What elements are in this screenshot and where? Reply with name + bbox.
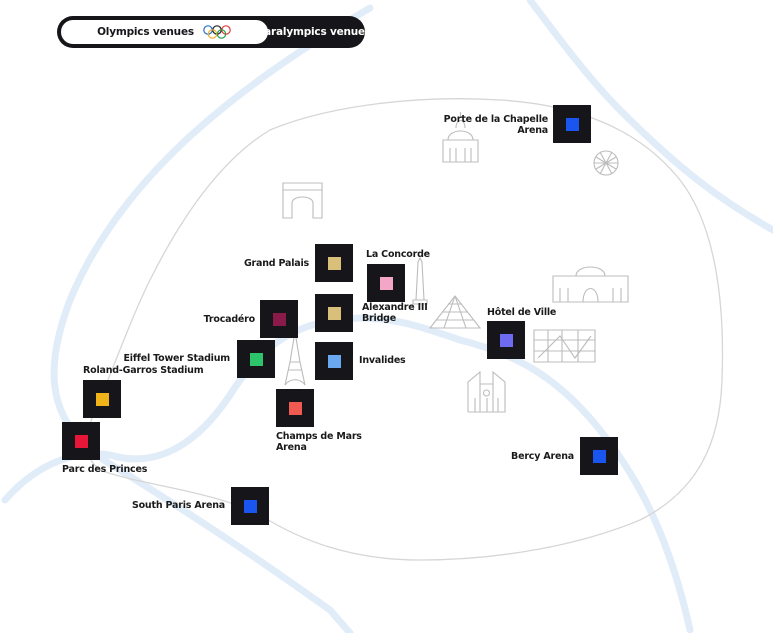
venue-color-square — [74, 434, 88, 448]
venue-marker-parc-des-princes[interactable] — [62, 422, 100, 460]
venue-label-alexandre-iii-bridge[interactable]: Alexandre III Bridge — [362, 302, 428, 324]
venue-color-square — [565, 117, 579, 131]
pompidou-centre-icon — [533, 329, 596, 363]
louvre-pyramid-icon — [428, 295, 482, 329]
venue-marker-la-concorde[interactable] — [367, 264, 405, 302]
venue-marker-invalides[interactable] — [315, 342, 353, 380]
venue-color-square — [249, 352, 263, 366]
eiffel-tower-icon — [284, 337, 306, 386]
canal-river-top — [526, 0, 773, 234]
notre-dame-icon — [467, 370, 506, 413]
city-outline — [86, 98, 724, 561]
venue-label-bercy-arena[interactable]: Bercy Arena — [511, 451, 574, 462]
venue-label-la-concorde[interactable]: La Concorde — [366, 249, 430, 260]
venue-type-toggle: Olympics venues Paralympics venues — [57, 16, 371, 48]
olympics-venues-label: Olympics venues — [97, 26, 194, 38]
paralympics-venues-tab[interactable]: Paralympics venues — [257, 19, 371, 45]
venue-label-porte-de-la-chapelle-arena[interactable]: Porte de la Chapelle Arena — [443, 114, 549, 136]
venue-label-champs-de-mars-arena[interactable]: Champs de Mars Arena — [276, 431, 362, 453]
venue-marker-alexandre-iii-bridge[interactable] — [315, 294, 353, 332]
venue-marker-south-paris-arena[interactable] — [231, 487, 269, 525]
arc-de-triomphe-icon — [282, 182, 323, 219]
venue-label-hotel-de-ville[interactable]: Hôtel de Ville — [487, 307, 557, 318]
olympic-rings-icon — [203, 25, 231, 39]
venue-marker-eiffel-tower-stadium[interactable] — [237, 340, 275, 378]
geode-icon — [593, 150, 619, 176]
venue-label-trocadero[interactable]: Trocadéro — [203, 314, 256, 325]
gare-de-l-est-icon — [552, 266, 629, 303]
venue-color-square — [95, 392, 109, 406]
venue-color-square — [327, 354, 341, 368]
venue-color-square — [243, 499, 257, 513]
venue-color-square — [379, 276, 393, 290]
venue-label-parc-des-princes[interactable]: Parc des Princes — [62, 464, 148, 475]
venue-color-square — [327, 306, 341, 320]
venue-marker-porte-de-la-chapelle-arena[interactable] — [553, 105, 591, 143]
venue-color-square — [592, 449, 606, 463]
obelisk-icon — [412, 256, 428, 305]
venue-label-grand-palais[interactable]: Grand Palais — [243, 258, 309, 269]
venue-label-eiffel-tower-stadium[interactable]: Eiffel Tower Stadium — [123, 353, 231, 364]
paralympics-venues-label: Paralympics venues — [256, 26, 372, 38]
venue-color-square — [272, 312, 286, 326]
sacre-coeur-icon — [442, 112, 479, 163]
olympics-venues-tab[interactable]: Olympics venues — [60, 19, 269, 45]
venue-label-invalides[interactable]: Invalides — [359, 355, 406, 366]
venue-marker-bercy-arena[interactable] — [580, 437, 618, 475]
venue-marker-hotel-de-ville[interactable] — [487, 321, 525, 359]
venue-marker-grand-palais[interactable] — [315, 244, 353, 282]
venue-label-roland-garros-stadium[interactable]: Roland-Garros Stadium — [83, 365, 204, 376]
venue-color-square — [499, 333, 513, 347]
venue-label-south-paris-arena[interactable]: South Paris Arena — [131, 500, 225, 511]
venue-color-square — [327, 256, 341, 270]
venue-color-square — [288, 401, 302, 415]
venue-marker-roland-garros-stadium[interactable] — [83, 380, 121, 418]
canal-river-left — [50, 4, 374, 633]
venue-marker-trocadero[interactable] — [260, 300, 298, 338]
venue-marker-champs-de-mars-arena[interactable] — [276, 389, 314, 427]
